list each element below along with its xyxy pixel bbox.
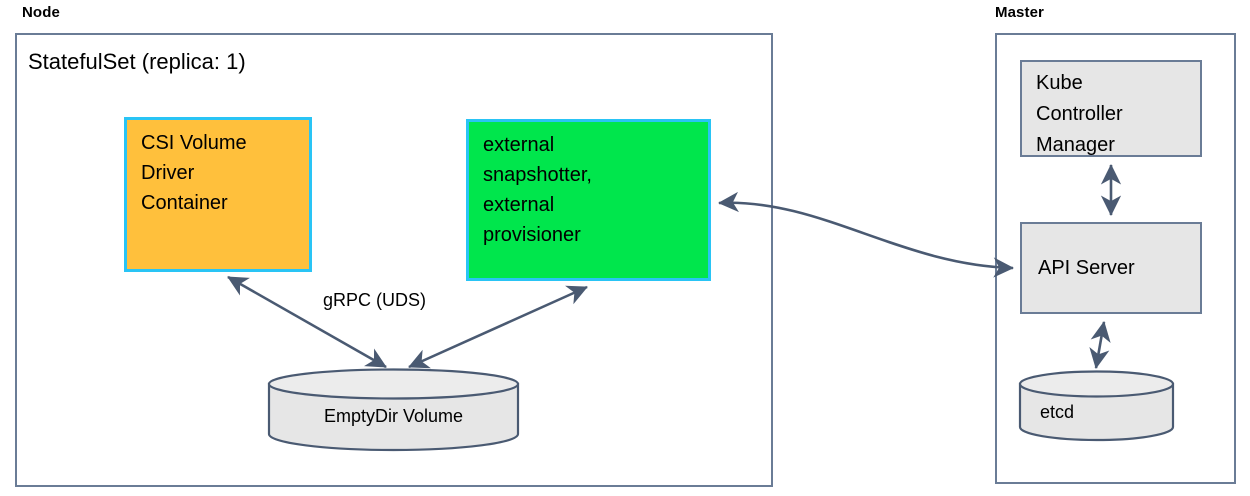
grpc-uds-edge-label: gRPC (UDS) <box>323 290 427 310</box>
node-group-label: Node <box>22 4 60 21</box>
api-server-node[interactable]: API Server <box>1020 222 1202 314</box>
kube-controller-manager-node[interactable]: Kube Controller Manager <box>1020 60 1202 157</box>
csi-volume-driver-container-node[interactable]: CSI Volume Driver Container <box>124 117 312 272</box>
etcd-node[interactable]: etcd <box>1018 370 1175 442</box>
cylinder-shape <box>267 368 520 452</box>
master-group-label: Master <box>995 4 1044 21</box>
emptydir-volume-label: EmptyDir Volume <box>323 406 464 426</box>
cylinder-shape <box>1018 370 1175 442</box>
etcd-label: etcd <box>1040 402 1075 422</box>
statefulset-title: StatefulSet (replica: 1) <box>28 49 246 74</box>
emptydir-volume-node[interactable]: EmptyDir Volume <box>267 368 520 452</box>
external-sidecars-node[interactable]: external snapshotter, external provision… <box>466 119 711 281</box>
